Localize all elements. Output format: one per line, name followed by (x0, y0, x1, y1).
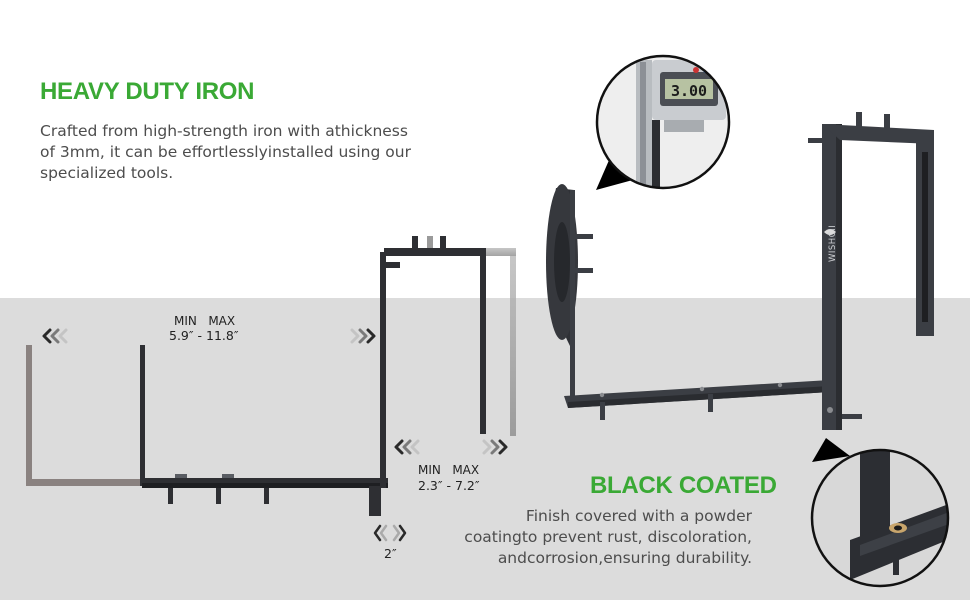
caliper-readout: 3.00 (671, 82, 707, 100)
heavy-duty-title: HEAVY DUTY IRON (40, 78, 255, 105)
black-coated-description: Finish covered with a powder coatingto p… (464, 507, 752, 567)
width-min-max-label: MIN MAX (174, 314, 236, 328)
caliper-callout: 3.00 (595, 54, 731, 190)
depth-range-value: 2.3″ - 7.2″ (418, 478, 480, 493)
black-coated-title: BLACK COATED (590, 472, 777, 499)
heavy-duty-description: Crafted from high-strength iron with ath… (40, 122, 411, 182)
mounted-bracket-photo (546, 112, 934, 430)
adjustable-bracket-diagram (26, 236, 516, 516)
depth-min-max-label: MIN MAX (418, 463, 480, 477)
coating-detail-callout (810, 438, 950, 588)
width-range-value: 5.9″ - 11.8″ (169, 328, 239, 343)
brand-logo-text: WISHCII (828, 225, 838, 262)
tube-size-value: 2″ (384, 546, 397, 561)
